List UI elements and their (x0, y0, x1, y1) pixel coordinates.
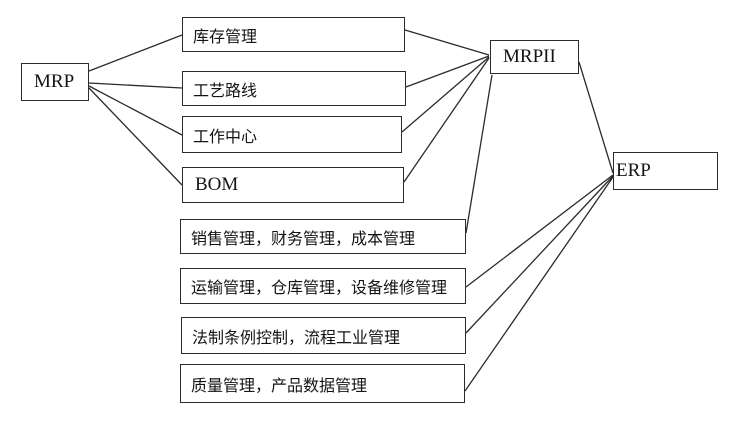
edge-workcenter-mrpii (401, 56, 490, 133)
edge-mrpii-sales (465, 74, 493, 234)
node-inventory-management: 库存管理 (182, 17, 405, 52)
edge-mrpii-erp (578, 61, 614, 174)
node-sales-finance-cost-management-label: 销售管理，财务管理，成本管理 (191, 230, 416, 248)
edge-transport-erp (465, 174, 614, 288)
edge-mrp-workcenter (88, 85, 183, 136)
edge-mrp-routing (88, 82, 183, 89)
edge-mrp-inventory (88, 34, 183, 72)
edge-quality-erp (464, 176, 614, 392)
node-work-center-label: 工作中心 (193, 128, 258, 146)
edge-inventory-mrpii (404, 29, 490, 56)
edge-bom-mrpii (403, 57, 490, 183)
node-process-routing-label: 工艺路线 (193, 82, 258, 100)
edge-mrp-bom (88, 87, 183, 186)
node-mrp: MRP (21, 63, 89, 101)
node-erp-label: ERP (616, 160, 651, 181)
node-bom-label: BOM (195, 174, 239, 195)
node-transport-warehouse-maintenance-management-label: 运输管理，仓库管理，设备维修管理 (191, 280, 448, 297)
node-mrpii-label: MRPII (503, 46, 556, 67)
node-bom: BOM (182, 167, 404, 203)
node-work-center: 工作中心 (182, 116, 402, 153)
node-quality-product-data-management-label: 质量管理，产品数据管理 (191, 377, 368, 395)
node-inventory-management-label: 库存管理 (193, 28, 258, 46)
node-mrpii: MRPII (490, 40, 579, 74)
node-regulation-process-industry-management-label: 法制条例控制，流程工业管理 (192, 329, 401, 347)
node-mrp-label: MRP (34, 71, 75, 92)
node-sales-finance-cost-management: 销售管理，财务管理，成本管理 (180, 219, 466, 254)
node-process-routing: 工艺路线 (182, 71, 406, 106)
node-quality-product-data-management: 质量管理，产品数据管理 (180, 364, 465, 403)
edge-regulation-erp (465, 175, 614, 334)
node-regulation-process-industry-management: 法制条例控制，流程工业管理 (181, 317, 466, 354)
edge-routing-mrpii (405, 55, 490, 88)
node-erp: ERP (613, 152, 718, 190)
node-transport-warehouse-maintenance-management: 运输管理，仓库管理，设备维修管理 (180, 268, 466, 304)
